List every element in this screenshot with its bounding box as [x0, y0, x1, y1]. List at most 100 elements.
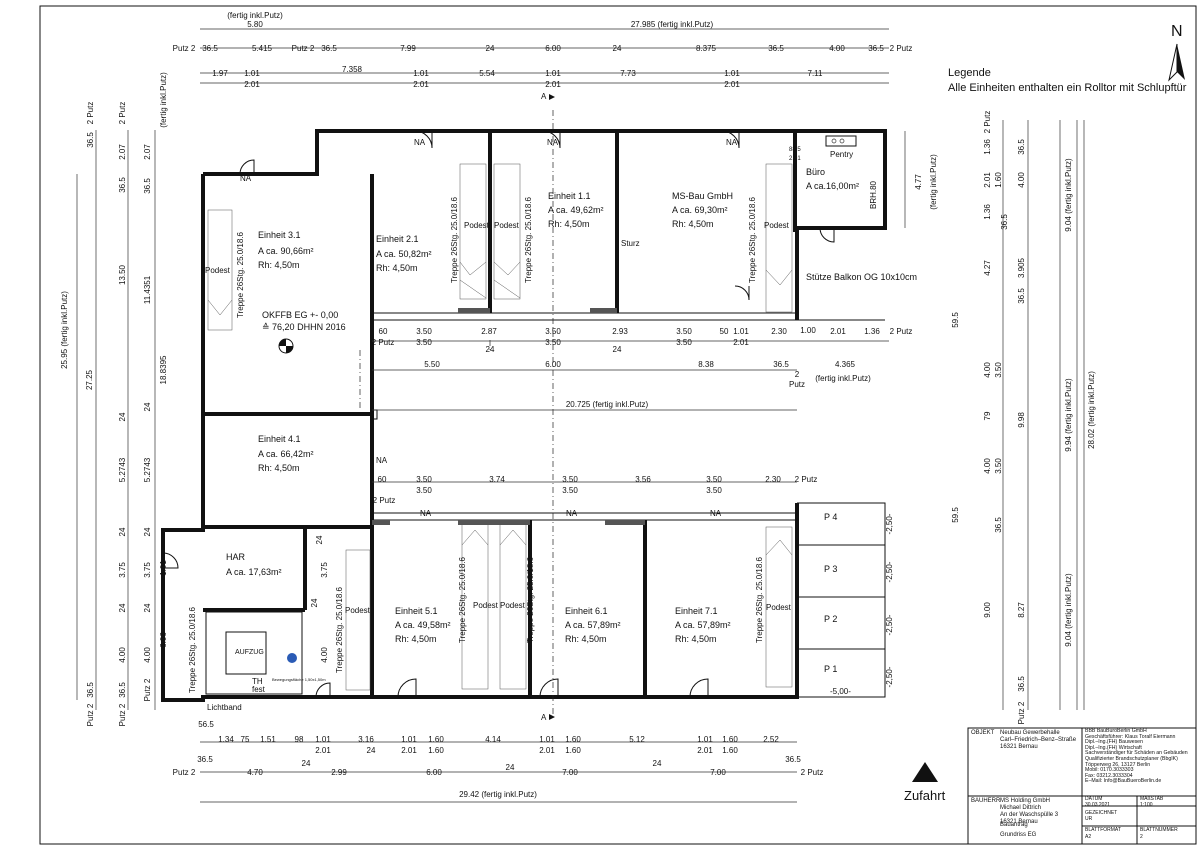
dim-t1-13: 2 Putz [890, 44, 913, 53]
dim-r-23: Putz 2 [1017, 701, 1026, 724]
dim-b1-2: 75 [241, 735, 250, 744]
dim-r-29: 4.77 [914, 174, 923, 190]
dim-t1-9: 8.375 [696, 44, 717, 53]
dim-li-14: 6.06 [159, 632, 168, 648]
tb-massstab: 1:100 [1140, 802, 1153, 808]
tb-firm-2: Dipl.–Ing.(FH) Bauwesen [1085, 739, 1143, 746]
dim-r-28: (fertig inkl.Putz) [929, 154, 938, 210]
tb-objekt-0: Neubau Gewerbehalle [1000, 730, 1060, 736]
dim-t2-3: 7.358 [342, 65, 363, 74]
dim-b2-3: 24 [302, 759, 311, 768]
dim-top-note: (fertig inkl.Putz) [227, 11, 283, 20]
dim-li-6: 5.2743 [143, 457, 152, 482]
tb-datum: 30.03.2021 [1085, 802, 1111, 808]
dim-mu-12: 2 Putz [890, 327, 913, 336]
dim-ml-5: 36.5 [773, 360, 789, 369]
lichtband-label: Lichtband [207, 703, 242, 712]
dim-t1-6: 24 [486, 44, 495, 53]
stair-label-4: Treppe 26Stg. 25.0/18.6 [748, 196, 757, 283]
legend-title: Legende [948, 67, 991, 79]
dim-li-26: 36.5 [118, 177, 127, 193]
dim-ml-2: 6.00 [545, 360, 561, 369]
room-e21-area: A ca. 50,82m² [376, 249, 432, 259]
dim-ml-6: 4.365 [835, 360, 856, 369]
dim-r-4: 1.60 [994, 172, 1003, 188]
dim-mu-10: 2.01 [830, 327, 846, 336]
dim-b2-0: Putz 2 [173, 768, 196, 777]
dim-r-1: 36.5 [1017, 139, 1026, 155]
tb-blattnummer: 2 [1140, 834, 1143, 840]
dim-ml-3: 24 [613, 345, 622, 354]
dim-r-6: 36.5 [1000, 214, 1009, 230]
dim-li-18: 36.5 [118, 682, 127, 698]
dim-t1-4: 36.5 [321, 44, 337, 53]
dim-li-0: 13.50 [118, 264, 127, 285]
dim-b2-2: 4.70 [247, 768, 263, 777]
dim-b1-15: 2.01 [697, 746, 713, 755]
dim-b1b-1b: 1.60 [565, 746, 581, 755]
dim-b1-11: 1.01 [539, 735, 555, 744]
dim-top-total: 27.985 (fertig inkl.Putz) [631, 20, 714, 29]
na-label-4: NA [726, 138, 738, 147]
dim-r-12: 4.00 [983, 362, 992, 378]
tb-grundriss: Grundriss EG [1000, 832, 1037, 838]
dim-li-24: 4.00 [320, 647, 329, 663]
dim-t2-5: 2.01 [413, 80, 429, 89]
tb-bauantrag: Bauantrag [1000, 822, 1028, 828]
dim-r-7: 4.27 [983, 260, 992, 276]
podest-label-8: Podest [766, 603, 792, 612]
podest-label-3: Podest [494, 221, 520, 230]
dim-t1-8: 24 [613, 44, 622, 53]
podest-label-6: Podest [473, 601, 499, 610]
tb-firm-1: Geschäftsführer: Klaus Toralf Eiermann [1085, 733, 1176, 740]
dim-b2-6: 6.00 [426, 768, 442, 777]
dim-r-0: 2 Putz [983, 111, 992, 134]
dim-m3-1: 3.50 [416, 475, 432, 484]
room-labels: Einheit 3.1 A ca. 90,66m² Rh: 4,50m Einh… [226, 167, 859, 644]
dim-l-3: Putz 2 [86, 703, 95, 726]
stair-label-6: Treppe 26Stg. 25.0/18.6 [458, 556, 467, 643]
dim-t2-9: 7.73 [620, 69, 636, 78]
dim-b2-12: 2 Putz [801, 768, 824, 777]
dim-t1-1: 36.5 [202, 44, 218, 53]
dim-t2-7: 1.01 [545, 69, 561, 78]
tb-firm-7: Mobil: 0170.3033303 [1085, 767, 1134, 774]
title-block-frame [967, 727, 1197, 845]
dim-li-13: 1.01 [159, 560, 168, 576]
dim-t2-12: 7.11 [808, 69, 824, 78]
room-e41-name: Einheit 4.1 [258, 434, 301, 444]
dim-mu-6: 50 [720, 327, 729, 336]
aufzug-label: AUFZUG [235, 649, 264, 656]
dim-t1-5: 7.99 [400, 44, 416, 53]
room-e11-height: Rh: 4,50m [548, 219, 590, 229]
tb-firm-0: BBB BauBüroBerlin GmbH [1085, 728, 1147, 734]
dim-b1b-3: 1.60 [722, 746, 738, 755]
dim-t1-12: 36.5 [868, 44, 884, 53]
pentry-label: Pentry [830, 150, 853, 159]
podest-label-4: Podest [764, 221, 790, 230]
parking-area [797, 502, 886, 698]
dim-r-3: 2.01 [983, 172, 992, 188]
dim-r-2: 1.36 [983, 139, 992, 155]
tb-bauherr-0: MS Holding GmbH [1000, 798, 1051, 804]
dim-b2-4: 2.99 [331, 768, 347, 777]
dim-t2-1: 1.01 [244, 69, 260, 78]
dim-r-11: 59.5 [951, 312, 960, 328]
sturz-label: Sturz [621, 239, 640, 248]
pentry-dim1: 88.5 [789, 147, 801, 153]
sheet-frame [39, 5, 1197, 845]
room-buero-area: A ca.16,00m² [806, 181, 859, 191]
dim-li-22: 3.75 [320, 562, 329, 578]
axis-lines [359, 110, 554, 720]
dim-mu-3: 3.50 [545, 327, 561, 336]
stair-label-5: Treppe 26Stg. 25.0/18.6 [335, 586, 344, 673]
dim-b1b-2: 1.60 [722, 735, 738, 744]
dim-t1-11: 4.00 [829, 44, 845, 53]
dim-li-12: 24 [143, 603, 152, 612]
section-arrow-bottom-icon [549, 714, 555, 720]
room-e61-height: Rh: 4,50m [565, 634, 607, 644]
dim-li-10: 3.75 [143, 562, 152, 578]
na-label-3: NA [547, 138, 559, 147]
north-label: N [1171, 23, 1183, 40]
dim-b2-11: 36.5 [785, 755, 801, 764]
